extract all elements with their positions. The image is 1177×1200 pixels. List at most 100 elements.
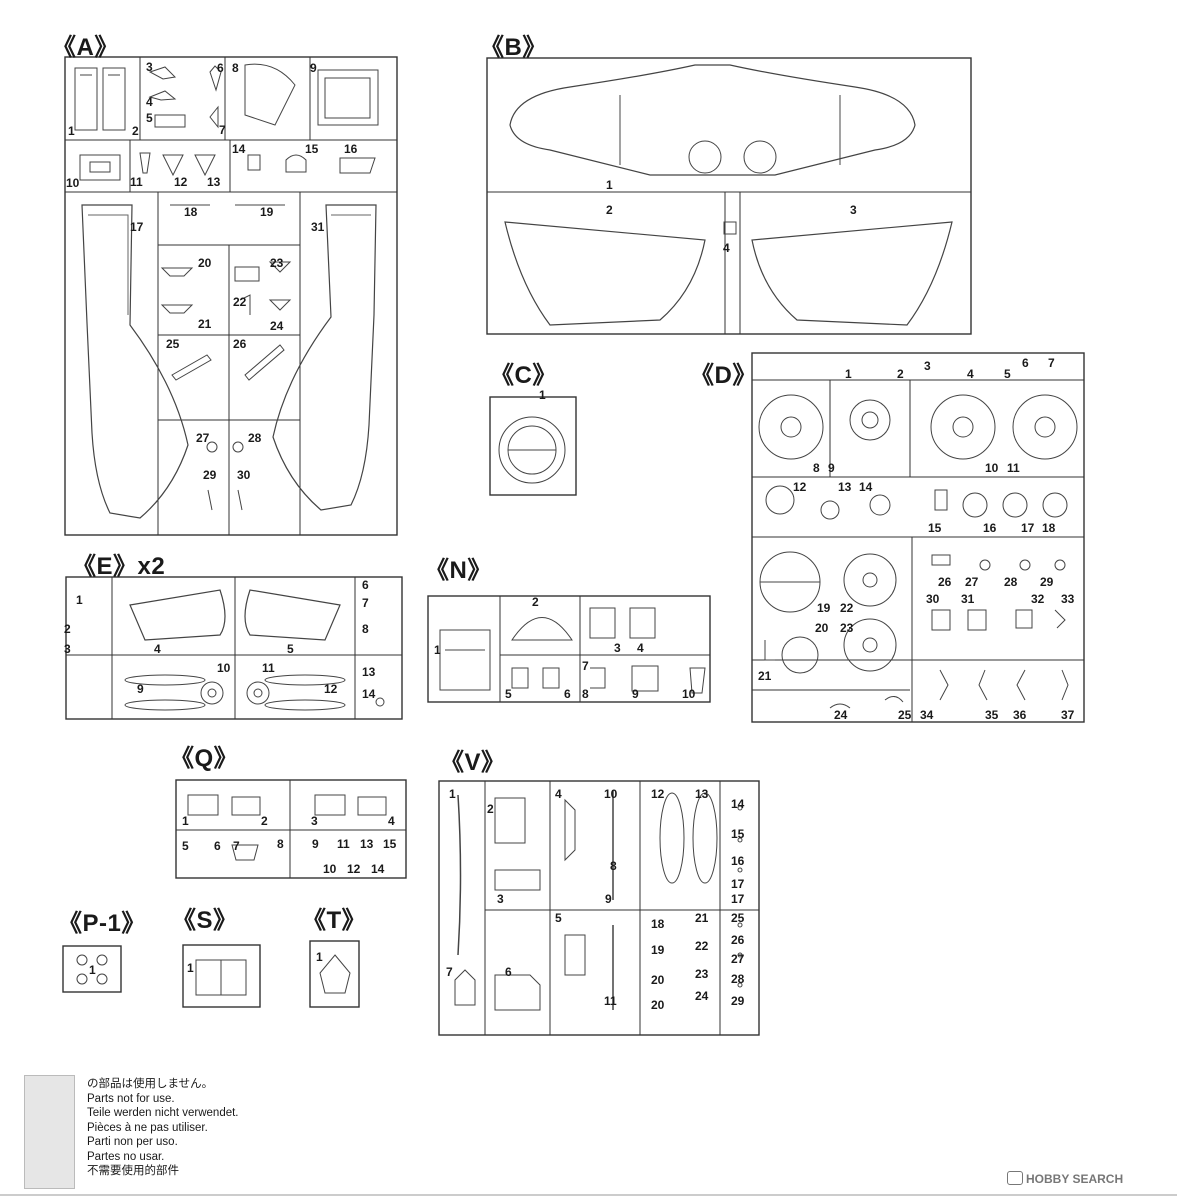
part-number: 6: [564, 687, 571, 701]
part-number: 24: [834, 708, 848, 722]
sprue-e-frame: [65, 576, 403, 720]
part-number: 22: [233, 295, 247, 309]
part-number: 30: [926, 592, 940, 606]
sprue-d-title: 《D》: [690, 362, 757, 389]
part-number: 25: [166, 337, 180, 351]
part-number: 9: [310, 61, 317, 75]
sprue-c-title: 《C》: [490, 362, 557, 389]
part-number: 14: [859, 480, 873, 494]
part-number: 23: [840, 621, 854, 635]
sprue-t-frame: [309, 940, 360, 1008]
part-number: 1: [434, 643, 441, 657]
part-number: 15: [383, 837, 397, 851]
part-number: 10: [323, 862, 337, 876]
part-number: 8: [610, 859, 617, 873]
part-number: 31: [311, 220, 325, 234]
watermark: HOBBY SEARCH: [1007, 1171, 1123, 1186]
part-number: 28: [731, 972, 745, 986]
sprue-s-title: 《S》: [172, 907, 238, 934]
part-number: 7: [446, 965, 453, 979]
part-number: 34: [920, 708, 934, 722]
part-number: 19: [651, 943, 665, 957]
part-number: 8: [813, 461, 820, 475]
part-number: 1: [68, 124, 75, 138]
part-number: 26: [938, 575, 952, 589]
sprue-a-title: 《A》: [52, 34, 119, 61]
part-number: 27: [731, 952, 745, 966]
part-number: 10: [66, 176, 80, 190]
part-number: 20: [815, 621, 829, 635]
part-number: 23: [270, 256, 284, 270]
sprue-v-frame: [438, 780, 760, 1036]
part-number: 25: [731, 911, 745, 925]
part-number: 31: [961, 592, 975, 606]
part-number: 2: [132, 124, 139, 138]
part-number: 1: [606, 178, 613, 192]
legend-line: Teile werden nicht verwendet.: [87, 1107, 239, 1119]
part-number: 16: [983, 521, 997, 535]
sprue-c-frame: [489, 396, 577, 496]
legend-line: Parts not for use.: [87, 1092, 175, 1105]
part-number: 19: [817, 601, 831, 615]
part-number: 7: [362, 596, 369, 610]
part-number: 13: [360, 837, 374, 851]
part-number: 2: [261, 814, 268, 828]
part-number: 1: [539, 388, 546, 402]
part-number: 17: [731, 877, 745, 891]
part-number: 28: [1004, 575, 1018, 589]
unused-parts-legend: の部品は使用しません。 Parts not for use. Teile wer…: [87, 1077, 239, 1179]
hobby-search-logo-icon: [1007, 1171, 1023, 1185]
part-number: 6: [217, 61, 224, 75]
sprue-a-frame: [64, 56, 398, 536]
part-number: 4: [154, 642, 161, 656]
part-number: 9: [137, 682, 144, 696]
part-number: 12: [324, 682, 338, 696]
part-number: 7: [582, 659, 589, 673]
part-number: 20: [651, 998, 665, 1012]
part-number: 6: [1022, 356, 1029, 370]
part-number: 12: [347, 862, 361, 876]
sprue-c-parts: [498, 416, 566, 484]
part-number: 19: [260, 205, 274, 219]
part-number: 11: [604, 994, 617, 1008]
watermark-text: HOBBY SEARCH: [1026, 1172, 1124, 1186]
part-number: 4: [555, 787, 562, 801]
sprue-t-parts: [319, 954, 351, 994]
legend-line: Partes no usar.: [87, 1150, 165, 1163]
part-number: 2: [606, 203, 613, 217]
part-number: 21: [198, 317, 212, 331]
part-number: 37: [1061, 708, 1075, 722]
part-number: 21: [695, 911, 709, 925]
sprue-a-parts: [74, 63, 379, 519]
part-number: 3: [614, 641, 621, 655]
part-number: 11: [337, 837, 350, 851]
part-number: 5: [1004, 367, 1011, 381]
part-number: 1: [449, 787, 456, 801]
part-number: 13: [207, 175, 221, 189]
part-number: 29: [731, 994, 745, 1008]
sprue-v-title: 《V》: [440, 749, 506, 776]
part-number: 8: [582, 687, 589, 701]
part-number: 7: [1048, 356, 1055, 370]
part-number: 5: [555, 911, 562, 925]
sprue-q-frame: [175, 779, 407, 879]
part-number: 16: [344, 142, 358, 156]
part-number: 33: [1061, 592, 1075, 606]
part-number: 9: [632, 687, 639, 701]
part-number: 11: [130, 175, 143, 189]
part-number: 11: [1007, 461, 1020, 475]
legend-line: Parti non per uso.: [87, 1136, 178, 1148]
part-number: 6: [505, 965, 512, 979]
sprue-s-frame: [182, 944, 261, 1008]
part-number: 2: [64, 622, 71, 636]
part-number: 18: [184, 205, 198, 219]
part-number: 2: [897, 367, 904, 381]
part-number: 1: [316, 950, 323, 964]
part-number: 29: [203, 468, 217, 482]
sprue-d-frame: [751, 352, 1085, 723]
sprue-s-parts: [195, 959, 247, 996]
part-number: 2: [487, 802, 494, 816]
part-number: 12: [651, 787, 665, 801]
part-number: 5: [146, 111, 153, 125]
